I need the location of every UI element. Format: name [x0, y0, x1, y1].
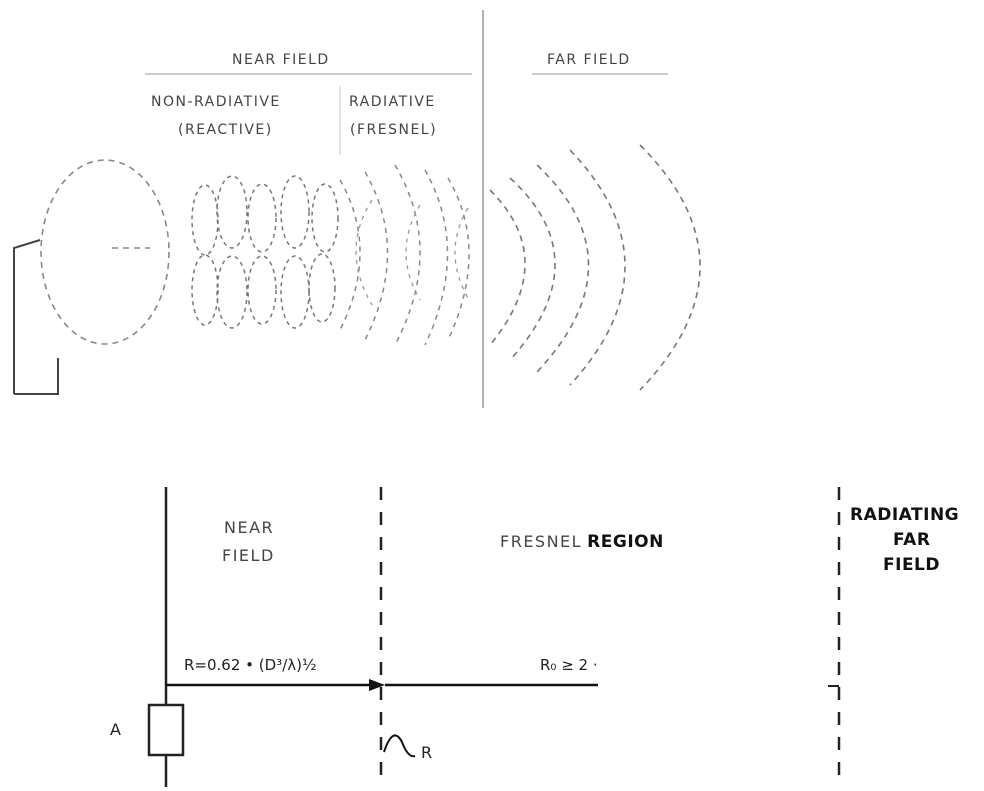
reactive-field-ellipse — [280, 255, 310, 329]
far-label: FAR — [893, 530, 931, 550]
non-radiative-label: NON-RADIATIVE — [151, 94, 281, 110]
radiative-wavefront-arc — [424, 169, 449, 346]
fresnel-word: FRESNEL — [500, 532, 583, 551]
near-field-field-label: FIELD — [222, 546, 275, 565]
near-label: NEAR — [224, 518, 275, 537]
radiative-wavefront-arc — [454, 207, 469, 299]
reactive-field-ellipse — [247, 255, 277, 325]
reactive-field-ellipse — [191, 254, 219, 326]
antenna-element-box — [147, 703, 185, 757]
far-field-header-label: FAR FIELD — [547, 52, 631, 68]
radiative-wavefront-arc — [447, 177, 470, 341]
radiating-label: RADIATING — [850, 505, 960, 525]
reactive-lobe-ellipse — [40, 159, 170, 345]
fresnel-region-label: FRESNEL REGION — [500, 532, 664, 552]
reactive-label: (REACTIVE) — [178, 122, 273, 138]
fresnel-paren-label: (FRESNEL) — [350, 122, 438, 138]
reactive-field-ellipse — [308, 253, 336, 323]
radiating-far-field-label: FIELD — [883, 555, 940, 575]
far-field-wavefront-arc — [536, 164, 590, 373]
reactive-field-ellipse — [311, 183, 339, 253]
radiative-label: RADIATIVE — [349, 94, 436, 110]
far-field-wavefront-arc — [639, 144, 701, 391]
near-field-arrowhead — [369, 679, 385, 691]
reactive-field-ellipse — [247, 183, 277, 253]
far-field-wavefront-arc — [489, 189, 526, 346]
reactive-field-ellipse — [216, 255, 248, 329]
reactive-field-ellipse — [216, 175, 248, 249]
far-field-boundary-formula: R₀ ≥ 2 · — [540, 656, 598, 674]
near-field-boundary-formula: R=0.62 • (D³/λ)½ — [184, 656, 317, 674]
radiative-wavefront-arc — [355, 199, 373, 306]
reactive-field-ellipse — [191, 184, 219, 256]
far-field-wavefront-arc — [509, 177, 556, 361]
radiative-wavefront-arc — [339, 179, 361, 331]
radiative-wavefront-arc — [405, 204, 421, 301]
near-field-header-label: NEAR FIELD — [232, 52, 330, 68]
far-field-wavefront-arc — [569, 149, 626, 386]
r-distance-squiggle-icon — [383, 734, 416, 758]
antenna-label: A — [110, 720, 121, 739]
radiative-wavefront-arc — [394, 164, 421, 346]
r-distance-label: R — [421, 743, 433, 762]
radiative-wavefront-arc — [364, 171, 389, 341]
antenna-source-icon — [13, 239, 59, 395]
region-word: REGION — [587, 532, 664, 552]
reactive-field-ellipse — [280, 175, 310, 249]
